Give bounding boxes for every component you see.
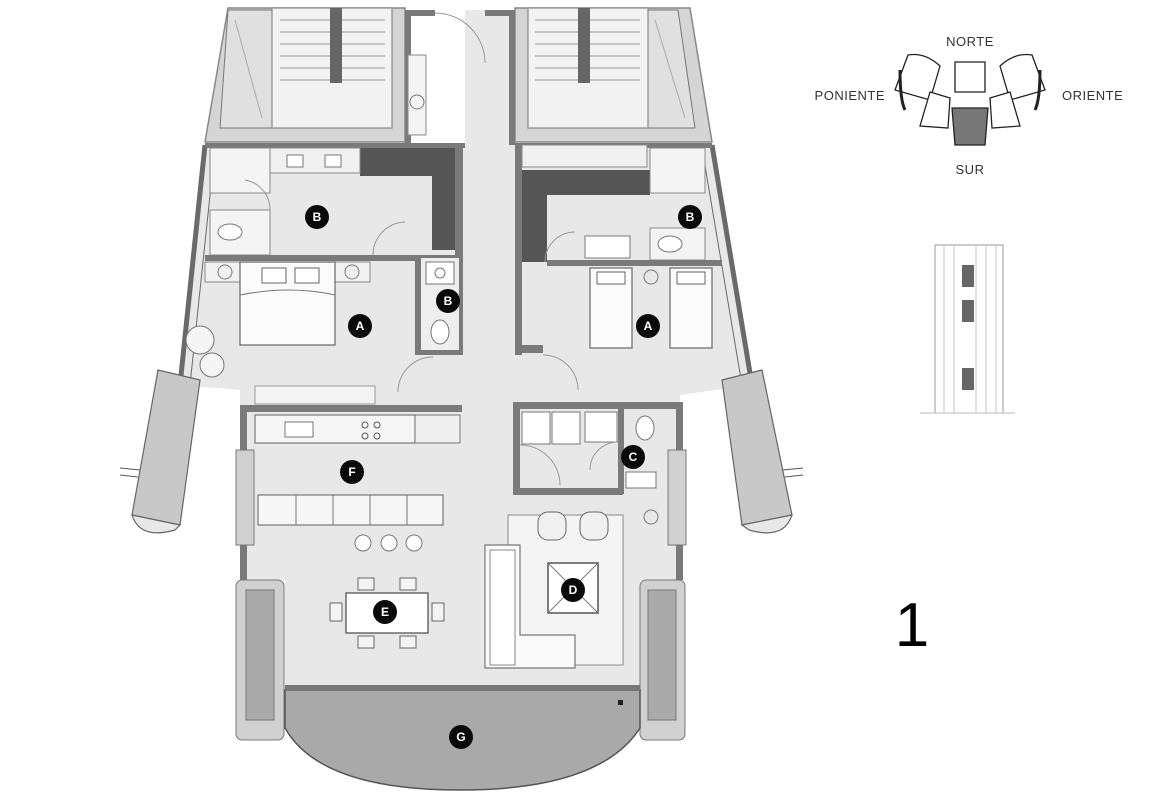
stair-tower-right [514,7,713,143]
tower-elevation [920,244,1015,414]
marker-terrace: G [449,725,473,749]
columns [235,449,687,741]
apartment-plan [119,7,804,791]
unit-number: 1 [895,591,929,660]
marker-bath-right: B [678,205,702,229]
marker-letter: B [444,294,453,308]
marker-letter: E [381,605,389,619]
marker-letter: D [569,583,578,597]
marker-letter: G [456,730,465,744]
entry-door-swing [434,12,486,64]
marker-service: C [621,445,645,469]
bedroom-left [185,143,465,378]
marker-letter: F [348,465,355,479]
side-balconies [131,369,793,534]
marker-dining: E [373,600,397,624]
building-footprint [894,53,1046,146]
marker-kitchen: F [340,460,364,484]
marker-letter: A [356,319,365,333]
room-markers: A A B B B C D E [305,205,702,749]
marker-letter: A [644,319,653,333]
marker-letter: C [629,450,638,464]
stair-tower-left [204,7,406,143]
compass-north-label: NORTE [946,34,994,49]
bedroom-right [515,143,722,391]
compass-east-label: ORIENTE [1062,88,1123,103]
marker-bedroom-right: A [636,314,660,338]
compass-west-label: PONIENTE [815,88,885,103]
marker-letter: B [313,210,322,224]
marker-bath-center: B [436,289,460,313]
marker-bath-left: B [305,205,329,229]
kitchen [254,385,461,552]
compass-south-label: SUR [956,162,985,177]
marker-living: D [561,578,585,602]
marker-letter: B [686,210,695,224]
marker-bedroom-left: A [348,314,372,338]
service-area [513,409,657,495]
key-plan: NORTE SUR ORIENTE PONIENTE [815,34,1123,177]
exterior-walls [177,144,755,386]
